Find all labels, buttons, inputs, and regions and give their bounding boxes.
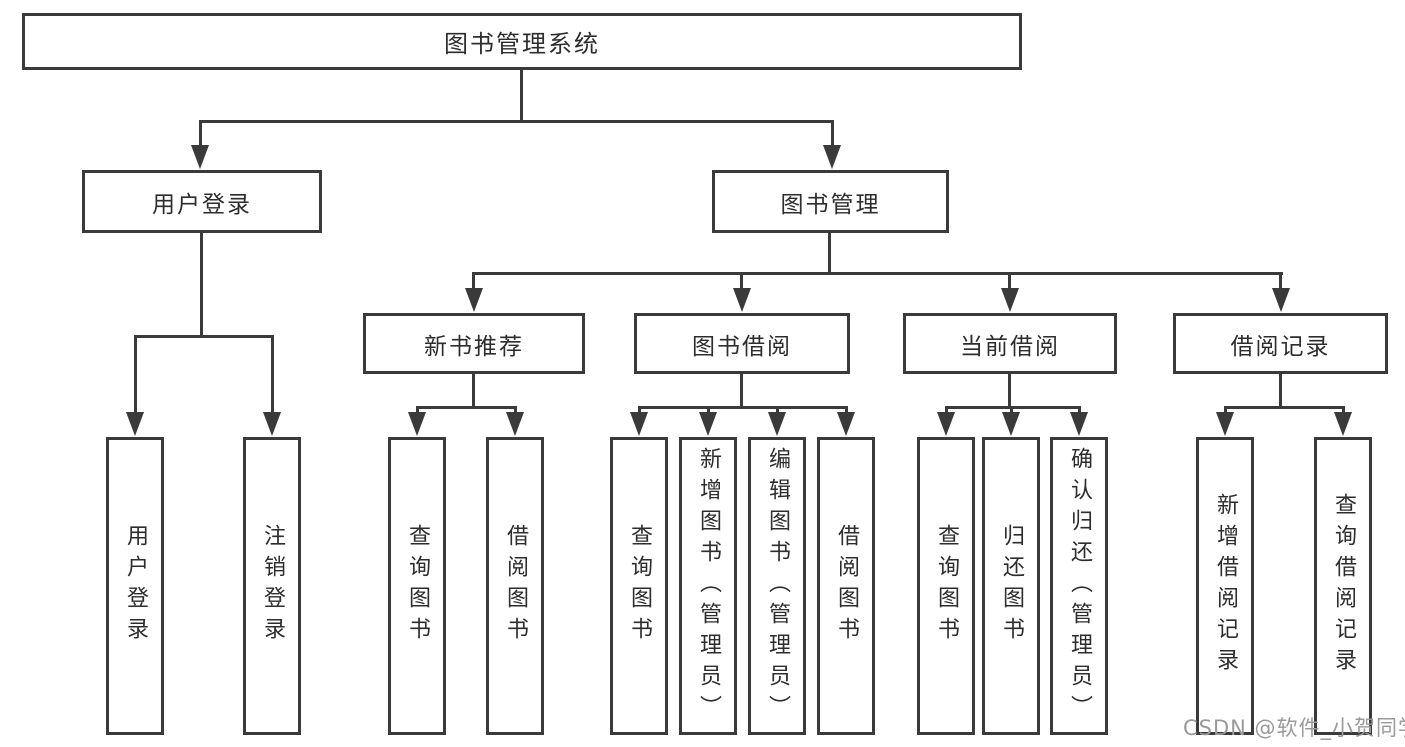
connector-line <box>134 335 274 338</box>
arrow-down-icon <box>263 412 281 436</box>
leaf-query-books-current-label: 查询图书 <box>934 524 959 648</box>
leaf-user-login-label: 用户登录 <box>123 524 148 648</box>
connector-line <box>1279 272 1282 292</box>
leaf-query-borrow-record-label: 查询借阅记录 <box>1331 493 1356 679</box>
connector-line <box>199 120 202 150</box>
node-library-system-label: 图书管理系统 <box>444 30 600 58</box>
leaf-query-books-current: 查询图书 <box>917 437 975 735</box>
leaf-user-login: 用户登录 <box>106 437 164 735</box>
arrow-down-icon <box>1272 288 1290 312</box>
node-borrow-records: 借阅记录 <box>1173 313 1388 374</box>
connector-line <box>1010 406 1013 416</box>
connector-line <box>828 233 831 275</box>
node-book-borrow-label: 图书借阅 <box>692 333 792 360</box>
connector-line <box>416 406 419 416</box>
arrow-down-icon <box>1001 288 1019 312</box>
arrow-down-icon <box>1002 412 1020 436</box>
connector-line <box>1224 406 1344 409</box>
leaf-return-books-label: 归还图书 <box>999 524 1024 648</box>
arrow-down-icon <box>1334 412 1352 436</box>
node-current-borrow: 当前借阅 <box>903 313 1117 374</box>
connector-line <box>199 120 834 123</box>
connector-line <box>638 406 848 409</box>
connector-line <box>1078 406 1081 416</box>
connector-line <box>514 406 517 416</box>
connector-line <box>416 406 517 409</box>
node-book-management: 图书管理 <box>712 170 949 233</box>
node-new-book-recommend: 新书推荐 <box>363 313 585 374</box>
arrow-down-icon <box>630 412 648 436</box>
leaf-query-books-recommend-label: 查询图书 <box>405 524 430 648</box>
connector-line <box>1342 406 1345 416</box>
arrow-down-icon <box>733 288 751 312</box>
node-new-book-recommend-label: 新书推荐 <box>424 333 524 360</box>
node-current-borrow-label: 当前借阅 <box>960 333 1060 360</box>
connector-line <box>831 120 834 150</box>
connector-line <box>740 374 743 409</box>
node-library-system: 图书管理系统 <box>22 13 1022 70</box>
leaf-confirm-return-admin: 确认归还（管理员） <box>1050 437 1108 735</box>
arrow-down-icon <box>937 412 955 436</box>
node-book-borrow: 图书借阅 <box>634 313 850 374</box>
arrow-down-icon <box>506 412 524 436</box>
leaf-return-books: 归还图书 <box>982 437 1040 735</box>
connector-line <box>473 272 1283 275</box>
arrow-down-icon <box>465 288 483 312</box>
leaf-query-books-recommend: 查询图书 <box>388 437 446 735</box>
connector-line <box>520 70 523 123</box>
connector-line <box>472 272 475 292</box>
arrow-down-icon <box>699 412 717 436</box>
arrow-down-icon <box>191 145 209 169</box>
arrow-down-icon <box>1216 412 1234 436</box>
connector-line <box>945 406 948 416</box>
connector-line <box>1008 272 1011 292</box>
connector-line <box>638 406 641 416</box>
connector-line <box>740 272 743 292</box>
leaf-query-books-borrow-label: 查询图书 <box>627 524 652 648</box>
connector-line <box>1224 406 1227 416</box>
arrow-down-icon <box>823 145 841 169</box>
leaf-query-books-borrow: 查询图书 <box>610 437 668 735</box>
node-book-management-label: 图书管理 <box>780 191 881 218</box>
connector-line <box>845 406 848 416</box>
leaf-add-borrow-record-label: 新增借阅记录 <box>1213 493 1238 679</box>
leaf-logout-label: 注销登录 <box>260 524 285 648</box>
leaf-logout: 注销登录 <box>243 437 301 735</box>
leaf-add-borrow-record: 新增借阅记录 <box>1196 437 1254 735</box>
connector-line <box>200 233 203 338</box>
leaf-edit-books-admin-label: 编辑图书（管理员） <box>765 446 790 726</box>
leaf-query-borrow-record: 查询借阅记录 <box>1314 437 1372 735</box>
arrow-down-icon <box>408 412 426 436</box>
arrow-down-icon <box>126 412 144 436</box>
arrow-down-icon <box>1070 412 1088 436</box>
connector-line <box>707 406 710 416</box>
leaf-borrow-books-recommend: 借阅图书 <box>486 437 544 735</box>
leaf-add-books-admin: 新增图书（管理员） <box>679 437 737 735</box>
node-user-login-label: 用户登录 <box>152 191 252 218</box>
connector-line <box>271 335 274 415</box>
arrow-down-icon <box>837 412 855 436</box>
arrow-down-icon <box>768 412 786 436</box>
connector-line <box>1008 374 1011 409</box>
leaf-edit-books-admin: 编辑图书（管理员） <box>748 437 806 735</box>
leaf-add-books-admin-label: 新增图书（管理员） <box>696 446 721 726</box>
connector-line <box>1279 374 1282 409</box>
leaf-confirm-return-admin-label: 确认归还（管理员） <box>1067 446 1092 726</box>
leaf-borrow-books-recommend-label: 借阅图书 <box>503 524 528 648</box>
connector-line <box>776 406 779 416</box>
connector-line <box>472 374 475 409</box>
leaf-borrow-books-label: 借阅图书 <box>834 524 859 648</box>
csdn-watermark: CSDN @软件_小贺同学 <box>1183 716 1405 740</box>
node-user-login: 用户登录 <box>82 170 322 233</box>
node-borrow-records-label: 借阅记录 <box>1230 333 1331 360</box>
leaf-borrow-books: 借阅图书 <box>817 437 875 735</box>
connector-line <box>134 335 137 415</box>
